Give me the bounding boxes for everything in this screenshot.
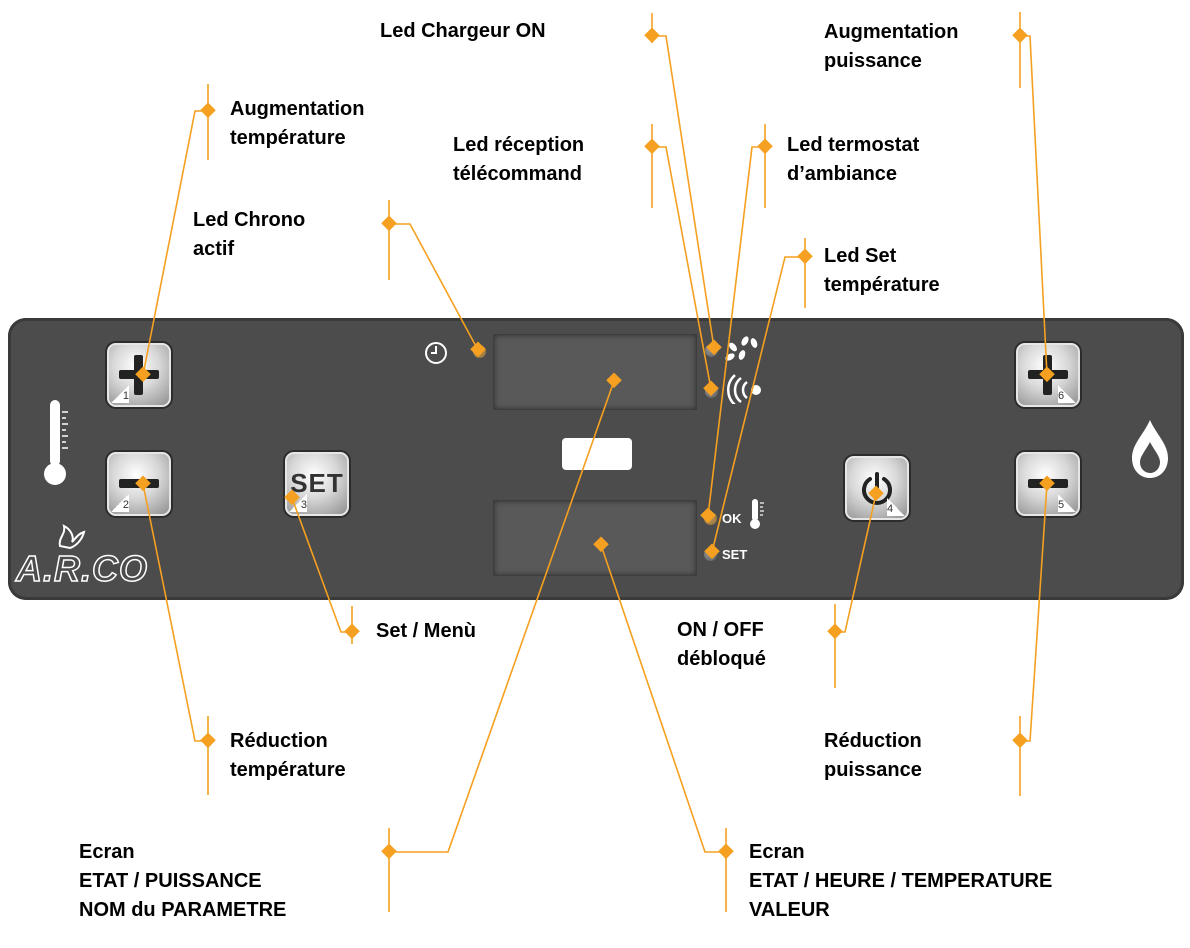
minus-icon — [1028, 479, 1068, 488]
ok-label: OK — [722, 511, 742, 526]
minus-icon — [119, 479, 159, 488]
label-led-reception: Led réceptiontélécommande — [453, 134, 585, 193]
on-off-button[interactable]: 4 — [845, 456, 909, 520]
remote-led — [705, 385, 718, 398]
set-label: SET — [722, 547, 748, 562]
clock-icon — [425, 342, 447, 364]
brand-logo: A.R.CO — [15, 547, 148, 590]
power-minus-button[interactable]: 5 — [1016, 452, 1080, 516]
temp-plus-button[interactable]: 1 — [107, 343, 171, 407]
pellet-icon — [725, 336, 758, 361]
thermostat-led — [704, 512, 717, 525]
center-indicator — [562, 438, 632, 470]
flame-icon — [1132, 420, 1168, 478]
chrono-led — [473, 345, 486, 358]
power-plus-button[interactable]: 6 — [1016, 343, 1080, 407]
small-thermometer-icon — [750, 499, 764, 529]
thermometer-icon — [44, 400, 68, 485]
label-set-menu: Set / Menù — [376, 620, 477, 642]
set-temp-led — [704, 548, 717, 561]
set-menu-button[interactable]: SET 3 — [285, 452, 349, 516]
remote-signal-icon — [726, 374, 761, 404]
label-led-chargeur: Led Chargeur ON — [380, 20, 546, 42]
temp-minus-button[interactable]: 2 — [107, 452, 171, 516]
screen-etat-puissance — [493, 334, 697, 410]
brand-flame-icon — [58, 524, 86, 550]
charger-led — [705, 344, 718, 357]
screen-etat-heure — [493, 500, 697, 576]
